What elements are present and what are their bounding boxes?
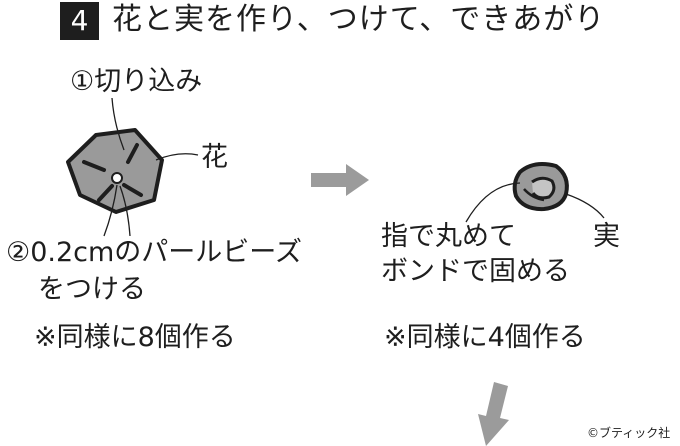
step-number-badge: 4 — [60, 2, 99, 40]
fruit-inner-roll — [531, 176, 556, 200]
label-beads-line1: ②0.2cmのパールビーズ — [6, 237, 302, 268]
label-fruit: 実 — [593, 221, 620, 252]
note-right: ※同様に4個作る — [384, 322, 586, 353]
fruit-illustration — [512, 162, 569, 212]
label-cut: ①切り込み — [70, 66, 203, 97]
center-bead — [111, 172, 123, 184]
right-arrow-icon — [311, 164, 369, 196]
note-left: ※同様に8個作る — [34, 322, 236, 353]
label-beads-line2: をつける — [38, 274, 146, 305]
copyright: ©ブティック社 — [587, 426, 671, 440]
step-title: 花と実を作り、つけて、できあがり — [112, 2, 606, 37]
down-arrow-icon — [478, 382, 509, 446]
label-roll-line2: ボンドで固める — [381, 256, 570, 287]
flower-illustration — [66, 128, 164, 214]
leader-lines-right — [465, 182, 605, 223]
label-roll-line1: 指で丸めて — [381, 221, 516, 252]
label-flower: 花 — [201, 142, 228, 173]
leader-lines-left — [103, 97, 199, 237]
cut-slits — [82, 143, 143, 202]
